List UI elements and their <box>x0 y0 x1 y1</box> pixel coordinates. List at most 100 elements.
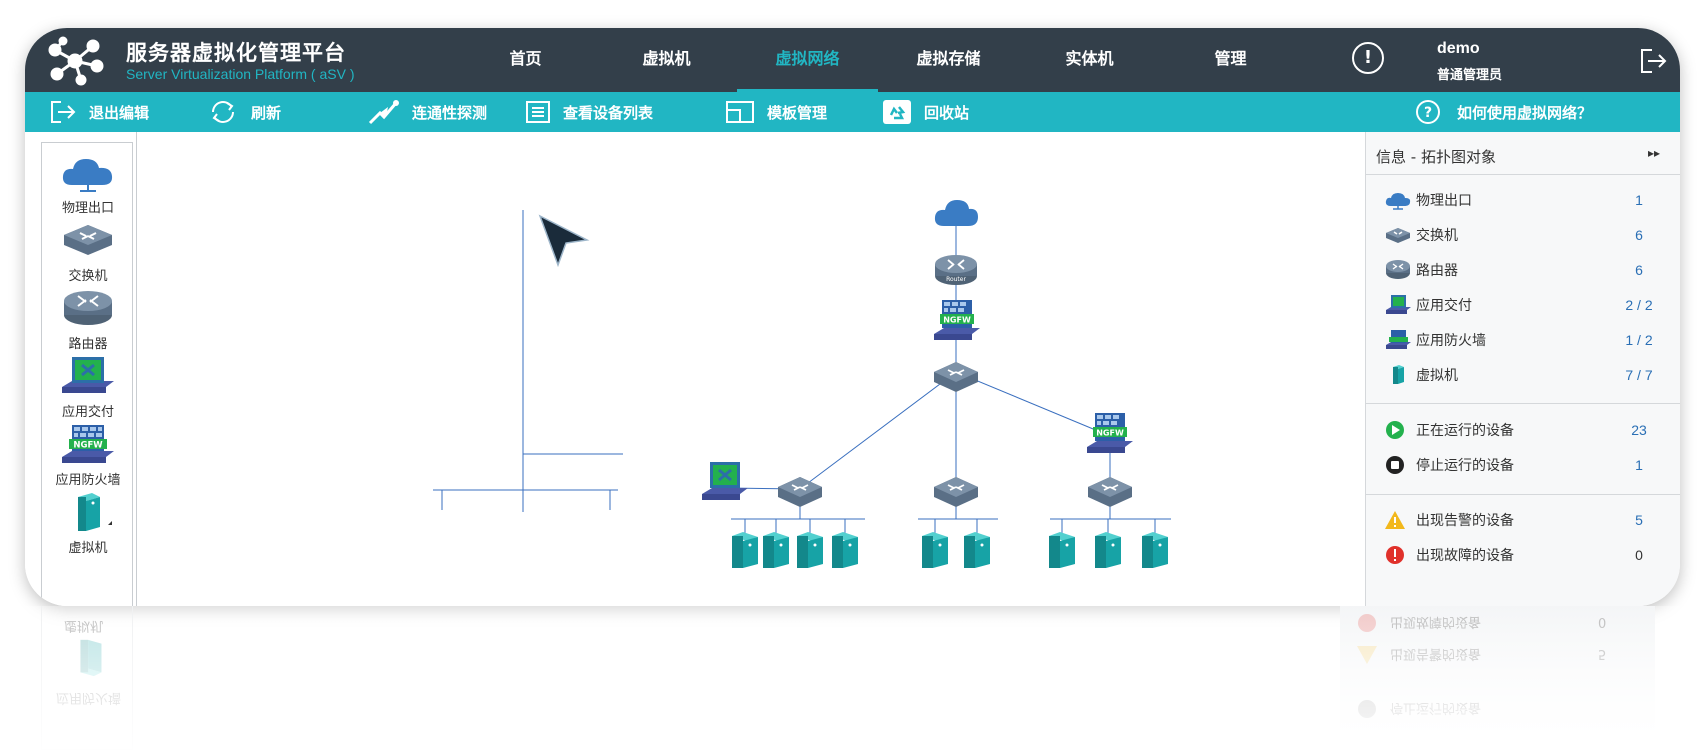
topology-vm[interactable] <box>1142 532 1168 568</box>
topology-switch-left[interactable] <box>777 476 823 508</box>
template-button[interactable]: 模板管理 <box>725 92 827 132</box>
info-divider <box>1366 174 1680 175</box>
vm-icon <box>1384 364 1416 386</box>
topology-firewall-icon-right[interactable]: NGFW <box>1087 413 1133 453</box>
info-row-firewall: 应用防火墙 1 / 2 <box>1384 328 1674 352</box>
top-header: 服务器虚拟化管理平台 Server Virtualization Platfor… <box>25 28 1680 92</box>
cursor-pointer <box>538 214 590 268</box>
info-panel: 信息 - 拓扑图对象 ▸▸ 物理出口 1 交换机 6 路由器 6 应用交付 2 … <box>1365 132 1680 606</box>
topology-switch-right[interactable] <box>1087 476 1133 508</box>
app-delivery-icon <box>1384 294 1416 316</box>
nav-virtual-storage[interactable]: 虚拟存储 <box>916 49 981 68</box>
info-label: 正在运行的设备 <box>1416 423 1514 439</box>
topology-switch-middle[interactable] <box>933 476 979 508</box>
info-row-warning[interactable]: 出现告警的设备 5 <box>1384 508 1674 532</box>
info-row-vm: 虚拟机 7 / 7 <box>1384 363 1674 387</box>
help-link[interactable]: ? 如何使用虚拟网络？ <box>1413 92 1592 132</box>
palette-item-router[interactable]: 路由器 <box>42 285 134 352</box>
palette-label-switch: 交换机 <box>68 269 108 284</box>
info-label: 出现故障的设备 <box>1416 548 1514 564</box>
stopped-icon <box>1384 454 1416 476</box>
reflection-fade <box>25 606 1680 750</box>
topology-svg[interactable]: Router NGFW NGFW <box>138 132 1365 606</box>
toolbar: 退出编辑 刷新 连通性探测 查看设备列表 模板管理 回收站 ? 如何使用虚拟网络… <box>25 92 1680 132</box>
topology-canvas[interactable]: Router NGFW NGFW <box>138 132 1365 606</box>
info-value: 1 / 2 <box>1625 332 1653 348</box>
topology-vm[interactable] <box>964 532 990 568</box>
info-label: 应用防火墙 <box>1416 333 1486 349</box>
switch-icon <box>1384 224 1416 246</box>
palette-item-firewall[interactable]: NGFW 应用防火墙 <box>42 421 134 488</box>
info-label: 停止运行的设备 <box>1416 458 1514 474</box>
device-list-button[interactable]: 查看设备列表 <box>525 92 653 132</box>
connectivity-button[interactable]: 连通性探测 <box>368 92 487 132</box>
info-row-app-delivery: 应用交付 2 / 2 <box>1384 293 1674 317</box>
nav-admin[interactable]: 管理 <box>1214 49 1247 68</box>
firewall-text-right: NGFW <box>1096 429 1124 438</box>
info-label: 交换机 <box>1416 228 1458 244</box>
app-delivery-icon <box>62 357 114 393</box>
logout-icon[interactable] <box>1640 48 1668 74</box>
info-row-stopped[interactable]: 停止运行的设备 1 <box>1384 453 1674 477</box>
info-row-fault[interactable]: 出现故障的设备 0 <box>1384 543 1674 567</box>
nav-virtual-network[interactable]: 虚拟网络 <box>737 28 878 92</box>
router-icon <box>64 291 112 325</box>
topology-app-delivery-icon[interactable] <box>702 462 748 500</box>
exit-edit-label: 退出编辑 <box>89 103 150 122</box>
palette-item-vm[interactable]: 虚拟机 <box>42 489 134 556</box>
connectivity-label: 连通性探测 <box>412 103 488 122</box>
topology-switch-core[interactable] <box>933 361 979 393</box>
nav-home[interactable]: 首页 <box>509 49 542 68</box>
ngfw-icon: NGFW <box>62 425 114 463</box>
topology-vm[interactable] <box>1049 532 1075 568</box>
info-label: 应用交付 <box>1416 298 1472 314</box>
collapse-icon[interactable]: ▸▸ <box>1647 146 1660 160</box>
topology-vm[interactable] <box>922 532 948 568</box>
palette-item-app-delivery[interactable]: 应用交付 <box>42 353 134 420</box>
palette-label-vm: 虚拟机 <box>68 541 108 556</box>
info-value: 0 <box>1635 547 1643 563</box>
firewall-text-top: NGFW <box>943 316 971 325</box>
info-title: 信息 - 拓扑图对象 <box>1376 148 1496 166</box>
info-row-running[interactable]: 正在运行的设备 23 <box>1384 418 1674 442</box>
nav-physical-host[interactable]: 实体机 <box>1065 49 1114 68</box>
exit-edit-button[interactable]: 退出编辑 <box>51 92 149 132</box>
topology-vm[interactable] <box>763 532 789 568</box>
svg-text:?: ? <box>1424 105 1432 121</box>
info-value: 1 <box>1635 192 1643 208</box>
info-label: 出现告警的设备 <box>1416 513 1514 529</box>
topology-firewall-icon[interactable]: NGFW <box>934 300 980 340</box>
recycle-icon <box>883 100 911 124</box>
recycle-bin-button[interactable]: 回收站 <box>882 92 969 132</box>
topology-vm[interactable] <box>732 532 758 568</box>
topology-router-icon[interactable]: Router <box>935 255 977 285</box>
running-icon <box>1384 419 1416 441</box>
topology-vm[interactable] <box>797 532 823 568</box>
info-label: 物理出口 <box>1416 193 1472 209</box>
topology-cloud-icon[interactable] <box>934 200 978 226</box>
palette-item-cloud[interactable]: 物理出口 <box>42 149 134 216</box>
template-label: 模板管理 <box>767 103 828 122</box>
info-divider <box>1366 494 1680 495</box>
recycle-label: 回收站 <box>924 103 970 122</box>
refresh-button[interactable]: 刷新 <box>207 92 281 132</box>
info-value: 23 <box>1631 422 1647 438</box>
topology-vm[interactable] <box>832 532 858 568</box>
info-value: 7 / 7 <box>1625 367 1653 383</box>
question-icon: ? <box>1416 100 1440 124</box>
info-value: 5 <box>1635 512 1643 528</box>
alert-icon[interactable]: ! <box>1352 42 1384 74</box>
info-row-router: 路由器 6 <box>1384 258 1674 282</box>
ngfw-text: NGFW <box>73 441 103 451</box>
user-name[interactable]: demo <box>1437 40 1480 57</box>
info-value: 2 / 2 <box>1625 297 1653 313</box>
fault-icon <box>1384 544 1416 566</box>
app-window: 服务器虚拟化管理平台 Server Virtualization Platfor… <box>25 28 1680 606</box>
nav-virtual-machine[interactable]: 虚拟机 <box>642 49 691 68</box>
palette-item-switch[interactable]: 交换机 <box>42 217 134 284</box>
info-divider <box>1366 403 1680 404</box>
device-palette: 物理出口 交换机 路由器 应用交付 NGFW 应用防火墙 虚拟机 <box>25 132 137 606</box>
topology-vm[interactable] <box>1095 532 1121 568</box>
info-label: 虚拟机 <box>1416 368 1458 384</box>
